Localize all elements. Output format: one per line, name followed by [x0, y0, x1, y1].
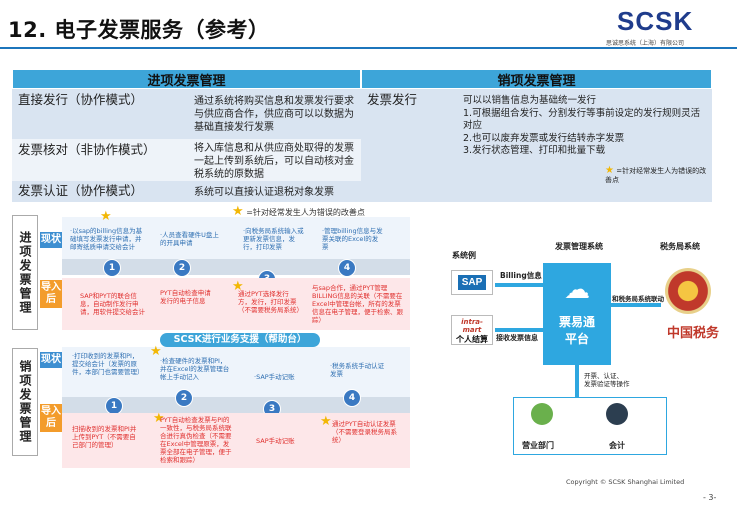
row-desc-verify: 将入库信息和从供应商处取得的发票一起上传到系统后，可以自动核对金税系统的原数据 [190, 139, 361, 181]
tax-emblem-icon [665, 268, 711, 314]
output-line: 可以以销售信息为基础统一发行 [463, 95, 597, 106]
mgmt-system-label: 发票管理系统 [555, 242, 603, 251]
input-now-2: ·人员查看硬件U盘上的开具申请 [160, 231, 219, 247]
actions-label: 开票、认证、 发票验证等操作 [584, 372, 630, 388]
output-line: 2.也可以废弃发票或发行结转赤字发票 [463, 132, 625, 144]
output-line: 3.发行状态管理、打印和批量下载 [463, 145, 606, 156]
input-side-label: 进项发票管理 [12, 215, 38, 330]
arrow-tax-link [611, 303, 661, 307]
cloud-icon: ☁ [564, 275, 590, 305]
dept-user-icon [531, 403, 553, 425]
input-now-3: ·向税务局系统输入或更新发票信息，发行，打印发票 [243, 227, 304, 251]
copyright: Copyright © SCSK Shanghai Limited [566, 478, 685, 486]
row-label-direct: 直接发行（协作模式） [12, 89, 190, 139]
row-label-verify: 发票核对（非协作模式） [12, 139, 190, 181]
legend: ★ =针对经常发生人为错误的改善点 [232, 204, 365, 219]
input-after-4: 与sap合作，通过PYT管理BILLING信息的关联（不需要在Excel中管理台… [312, 284, 403, 324]
header-divider [0, 47, 737, 49]
output-line: 1.可根据组合发行、分割发行等事前设定的发行规则灵活对应 [463, 107, 701, 132]
output-after-2: PYT自动检查发票与PI的一致性，与税务局系统联合进行真伪检查（不需要在Exce… [160, 416, 232, 464]
output-row-desc: 可以以销售信息为基础统一发行 1.可根据组合发行、分割发行等事前设定的发行规则灵… [459, 89, 712, 202]
output-now-3: ·SAP手动记账 [254, 373, 295, 381]
now-tag: 现状 [40, 232, 62, 248]
output-invoice-header: 销项发票管理 [361, 69, 712, 89]
star-icon: ★ [100, 209, 112, 224]
input-after-2: PYT自动检查申请发行的电子信息 [160, 289, 211, 305]
page-title: 12. 电子发票服务（参考） [8, 18, 270, 42]
output-now-2: ·检查硬件的发票和PI，并在Excel的发票管理台帐上手动记入 [160, 357, 230, 381]
arrow-receive [495, 328, 543, 332]
invoice-platform-box: ☁ 票易通 平台 [543, 263, 611, 365]
arrow-billing [495, 283, 543, 287]
after-tag: 导入后 [40, 404, 62, 432]
step-4: 4 [343, 389, 361, 407]
row-desc-direct: 通过系统将购买信息和发票发行要求与供应商合作，供应商可以以数据为基础直接发行发票 [190, 89, 361, 139]
input-after-area [62, 278, 410, 330]
input-after-1: SAP和PYT的联合信息，自动制作发行申请，用软件提交给会计 [80, 292, 145, 316]
now-tag: 现状 [40, 352, 62, 368]
output-now-area [62, 347, 410, 397]
logo-subtitle: 思诚思系统（上海）有限公司 [606, 40, 685, 47]
output-after-1: 扫描收到的发票和PI并上传到PYT（不需要自己部门的管理） [72, 425, 137, 449]
accountant-label: 会计 [609, 441, 625, 450]
output-side-label: 销项发票管理 [12, 348, 38, 456]
page-number: - 3- [703, 493, 717, 502]
row-label-cert: 发票认证（协作模式） [12, 181, 190, 202]
step-1: 1 [103, 259, 121, 277]
billing-label: Billing信息 [500, 271, 542, 280]
star-icon: ★ [232, 204, 244, 219]
scsk-logo: SCSK [617, 6, 694, 36]
arrow-down [575, 365, 579, 405]
output-now-4: ·税务系统手动认证发票 [330, 362, 385, 378]
sap-box: SAP [451, 270, 493, 295]
after-tag: 导入后 [40, 280, 62, 308]
star-icon: ★ [232, 279, 244, 294]
star-icon: ★ [320, 414, 332, 429]
tax-link-label: 和税务局系统联动 [612, 295, 664, 303]
output-step-band [62, 397, 410, 413]
output-row-label: 发票发行 [361, 89, 459, 202]
input-now-area [62, 217, 410, 259]
tax-emblem-text: 中国税务 [667, 326, 720, 341]
step-4: 4 [338, 259, 356, 277]
row-desc-cert: 系统可以直接认证退税对象发票 [190, 181, 361, 202]
star-icon: ★ [605, 165, 614, 176]
output-after-3: SAP手动记账 [256, 437, 295, 445]
dept-label: 营业部门 [522, 441, 554, 450]
output-now-1: ·打印收到的发票和PI，提交给会计（发票的原件，本部门也需要管理） [72, 352, 144, 376]
input-now-1: ·以sap的billing信息为基础填写发票发行申请，并邮寄纸质申请交给会计 [70, 227, 143, 251]
receive-label: 接收发票信息 [496, 334, 538, 342]
sap-logo: SAP [457, 275, 487, 290]
star-icon: ★ [150, 344, 162, 359]
intramart-box: intra-mart 个人结算 [451, 315, 493, 345]
accountant-user-icon [606, 403, 628, 425]
step-2: 2 [175, 389, 193, 407]
tax-system-label: 税务局系统 [660, 242, 700, 251]
star-icon: ★ [153, 411, 165, 426]
input-invoice-header: 进项发票管理 [12, 69, 361, 89]
input-after-3: 通过PYT选择发行方，发行，打印发票（不需要税务局系统） [238, 290, 303, 314]
input-now-4: ·管理billing信息与发票关联的Excel的发票 [322, 227, 383, 251]
input-step-band [62, 259, 410, 275]
step-2: 2 [173, 259, 191, 277]
support-banner: SCSK进行业务支援（帮助台） [160, 333, 320, 347]
output-note: ★ =针对经常发生人为错误的改善点 [605, 165, 707, 185]
system-example-label: 系统例 [452, 251, 476, 260]
output-after-4: 通过PYT自动认证发票（不需要登录税务局系统） [332, 420, 397, 444]
output-after-area [62, 413, 410, 468]
